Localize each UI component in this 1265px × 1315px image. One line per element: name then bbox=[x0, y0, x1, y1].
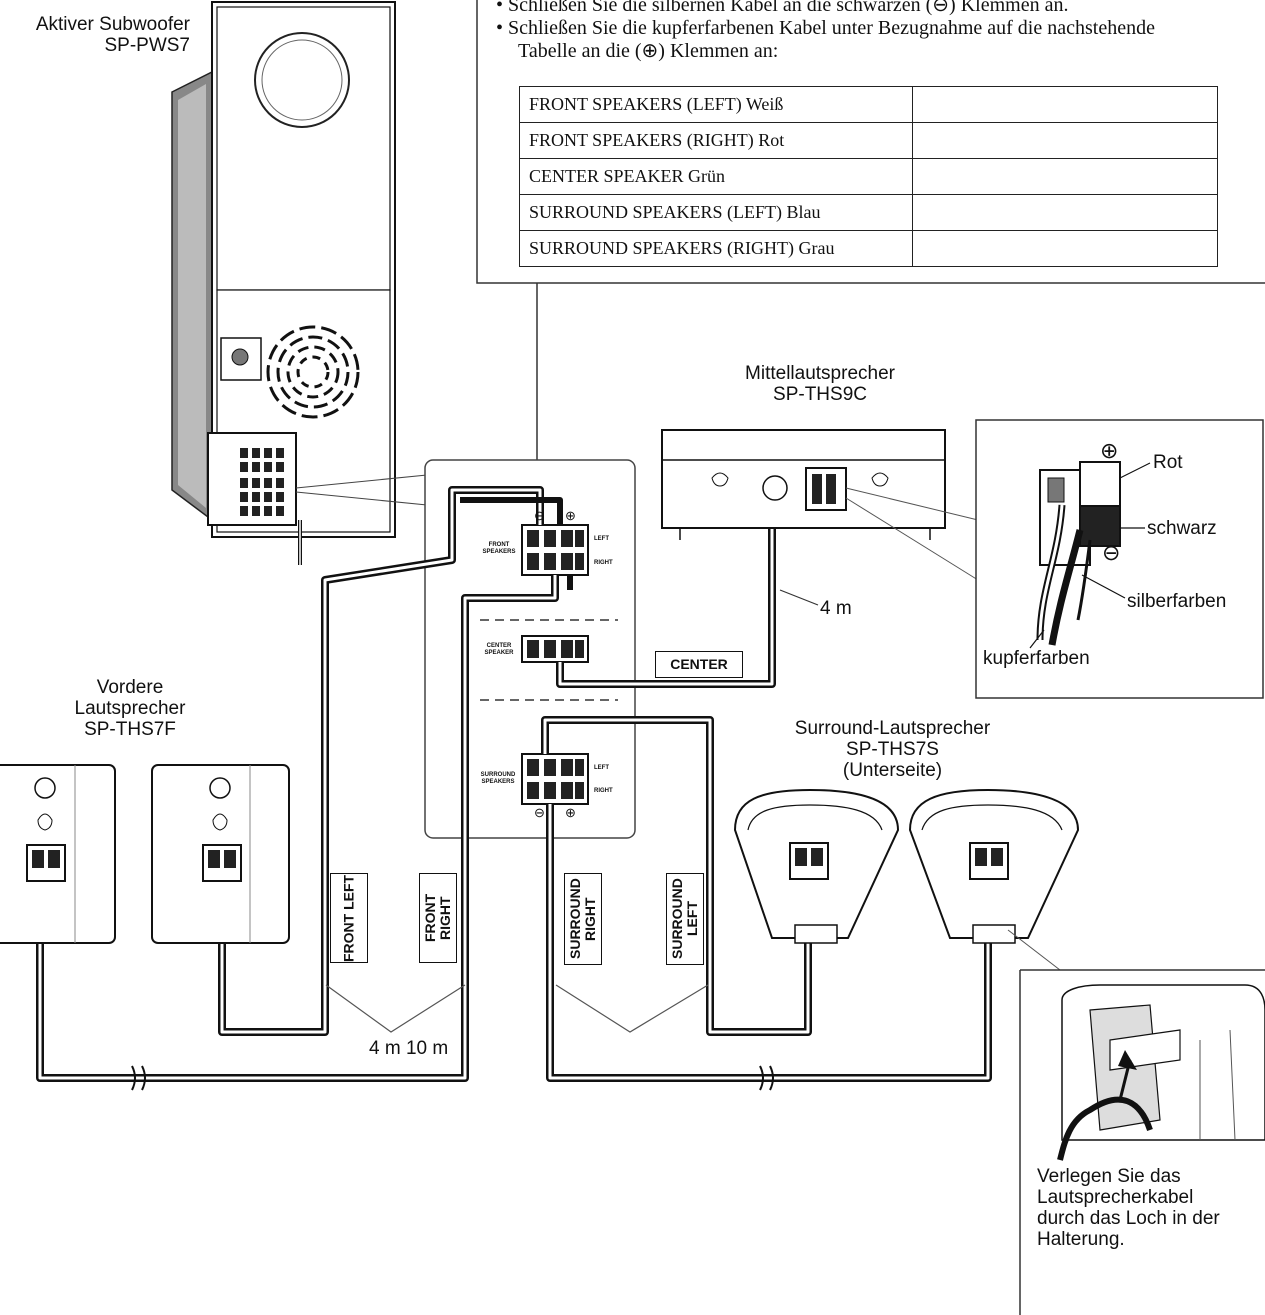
panel-surround-line1: SURROUND bbox=[480, 772, 516, 778]
front-speakers-line1: Vordere bbox=[96, 677, 164, 698]
terminal-panel bbox=[424, 459, 636, 839]
center-speaker-unit bbox=[661, 429, 979, 581]
panel-front-line1: FRONT bbox=[488, 542, 510, 548]
label-silberfarben: silberfarben bbox=[1127, 591, 1227, 612]
length-bracket-front bbox=[325, 984, 466, 1033]
panel-plus-top-icon: ⊕ bbox=[565, 508, 576, 523]
front-speakers-model: SP-THS7F bbox=[84, 719, 176, 740]
panel-minus-bottom-icon: ⊖ bbox=[534, 805, 545, 820]
instruction-line-2: • Schließen Sie die kupferfarbenen Kabel… bbox=[496, 17, 1155, 39]
table-cell-speaker: FRONT SPEAKERS (RIGHT) Rot bbox=[519, 122, 913, 159]
vent-icon bbox=[266, 325, 360, 419]
center-speaker-label: Mittellautsprecher SP-THS9C bbox=[700, 363, 940, 405]
front-speakers-label: Vordere Lautsprecher SP-THS7F bbox=[45, 677, 215, 740]
surround-speakers-name: Surround-Lautsprecher bbox=[794, 718, 991, 739]
table-cell-value bbox=[912, 122, 1218, 159]
table-cell-speaker: SURROUND SPEAKERS (RIGHT) Grau bbox=[519, 230, 913, 267]
panel-minus-top-icon: ⊖ bbox=[534, 508, 545, 523]
table-row: SURROUND SPEAKERS (LEFT) Blau bbox=[519, 194, 1218, 231]
center-speaker-name: Mittellautsprecher bbox=[745, 363, 895, 384]
table-cell-value bbox=[912, 194, 1218, 231]
panel-center-label: CENTER SPEAKER bbox=[476, 643, 522, 657]
subwoofer-name: Aktiver Subwoofer bbox=[35, 14, 190, 35]
instructions: • Schließen Sie die silbernen Kabel an d… bbox=[496, 0, 1155, 63]
panel-surround-line2: SPEAKERS bbox=[481, 779, 515, 785]
table-row: SURROUND SPEAKERS (RIGHT) Grau bbox=[519, 230, 1218, 267]
routing-note: Verlegen Sie das Lautsprecherkabel durch… bbox=[1037, 1166, 1220, 1250]
routing-note-line2: Lautsprecherkabel bbox=[1037, 1187, 1194, 1208]
panel-left-front: LEFT bbox=[594, 536, 609, 542]
table-row: FRONT SPEAKERS (LEFT) Weiß bbox=[519, 86, 1218, 123]
length-bracket-surround bbox=[555, 984, 709, 1033]
panel-plus-bottom-icon: ⊕ bbox=[565, 805, 576, 820]
instruction-line-1: • Schließen Sie die silbernen Kabel an d… bbox=[496, 0, 1069, 16]
tag-front-left: FRONT LEFT bbox=[330, 873, 368, 963]
label-rot: Rot bbox=[1153, 452, 1183, 473]
table-cell-speaker: FRONT SPEAKERS (LEFT) Weiß bbox=[519, 86, 913, 123]
minus-icon: ⊖ bbox=[1102, 540, 1121, 565]
table-cell-value bbox=[912, 86, 1218, 123]
terminal-detail bbox=[975, 419, 1264, 699]
color-table: FRONT SPEAKERS (LEFT) Weiß FRONT SPEAKER… bbox=[519, 86, 1218, 267]
surround-speaker-right bbox=[908, 788, 1080, 971]
panel-left-surround: LEFT bbox=[594, 765, 609, 771]
routing-note-line1: Verlegen Sie das bbox=[1037, 1166, 1181, 1187]
table-row: FRONT SPEAKERS (RIGHT) Rot bbox=[519, 122, 1218, 159]
label-kupferfarben: kupferfarben bbox=[983, 648, 1090, 669]
table-cell-value bbox=[912, 230, 1218, 267]
table-cell-speaker: SURROUND SPEAKERS (LEFT) Blau bbox=[519, 194, 913, 231]
routing-detail bbox=[1019, 969, 1265, 1315]
panel-center-line2: SPEAKER bbox=[484, 650, 514, 656]
table-cell-value bbox=[912, 158, 1218, 195]
routing-note-line3: durch das Loch in der bbox=[1037, 1208, 1220, 1229]
front-speaker-right bbox=[151, 764, 290, 944]
label-schwarz: schwarz bbox=[1147, 518, 1217, 539]
surround-speakers-note: (Unterseite) bbox=[842, 760, 943, 781]
tag-center: CENTER bbox=[655, 651, 743, 678]
center-speaker-model: SP-THS9C bbox=[773, 384, 867, 405]
table-cell-speaker: CENTER SPEAKER Grün bbox=[519, 158, 913, 195]
plus-icon: ⊕ bbox=[1100, 438, 1119, 463]
front-speaker-left bbox=[0, 764, 116, 944]
instruction-box bbox=[476, 0, 1265, 284]
instruction-line-3: Tabelle an die (⊕) Klemmen an: bbox=[518, 40, 779, 62]
table-row: CENTER SPEAKER Grün bbox=[519, 158, 1218, 195]
speaker-cables bbox=[36, 481, 992, 1091]
surround-speakers-label: Surround-Lautsprecher SP-THS7S (Untersei… bbox=[765, 718, 1020, 781]
panel-front-label: FRONT SPEAKERS bbox=[476, 542, 522, 556]
center-cable-length: 4 m bbox=[820, 598, 852, 619]
front-cable-lengths: 4 m 10 m bbox=[369, 1038, 451, 1059]
panel-right-surround: RIGHT bbox=[594, 788, 613, 794]
tag-front-right: FRONT RIGHT bbox=[419, 873, 457, 963]
panel-right-front: RIGHT bbox=[594, 560, 613, 566]
subwoofer-label: Aktiver Subwoofer SP-PWS7 bbox=[0, 14, 190, 56]
routing-note-line4: Halterung. bbox=[1037, 1229, 1125, 1250]
panel-front-line2: SPEAKERS bbox=[482, 549, 516, 555]
panel-surround-label: SURROUND SPEAKERS bbox=[474, 772, 522, 786]
front-speakers-line2: Lautsprecher bbox=[74, 698, 186, 719]
tag-surround-right: SURROUND RIGHT bbox=[564, 873, 602, 965]
panel-center-line1: CENTER bbox=[486, 643, 512, 649]
tag-surround-left: SURROUND LEFT bbox=[666, 873, 704, 965]
subwoofer-unit bbox=[171, 1, 428, 565]
subwoofer-model: SP-PWS7 bbox=[104, 35, 190, 56]
surround-speaker-left bbox=[733, 788, 900, 944]
surround-speakers-model: SP-THS7S bbox=[846, 739, 939, 760]
